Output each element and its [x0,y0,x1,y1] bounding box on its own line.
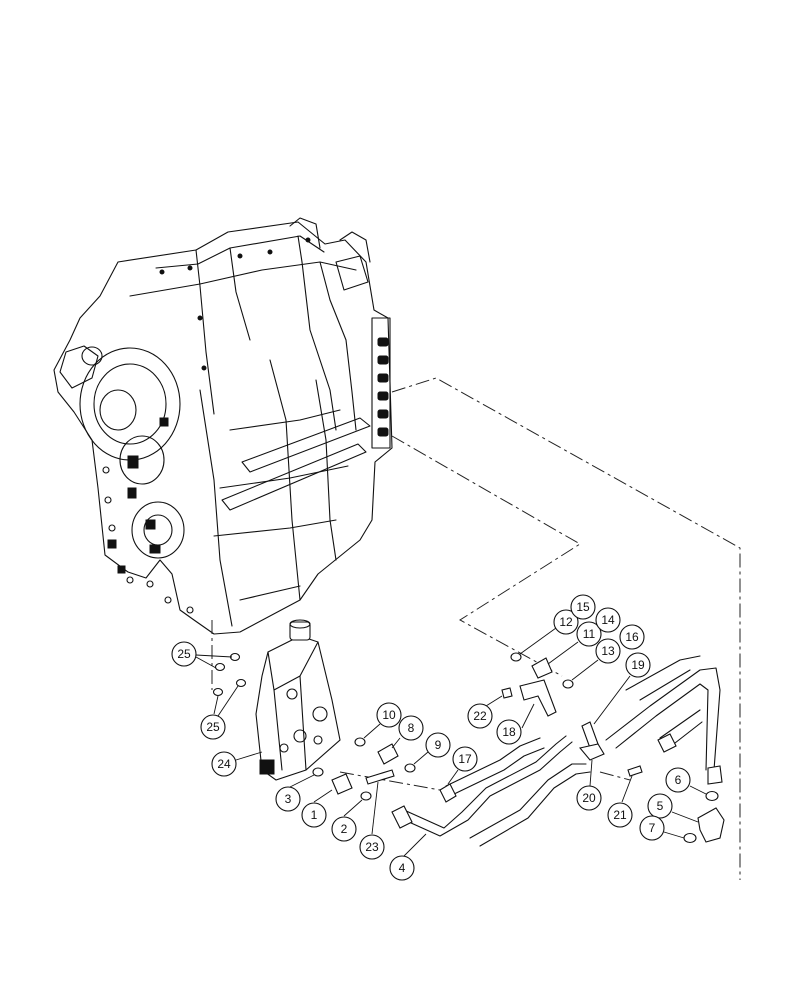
callout-label: 25 [206,720,220,734]
callout-label: 12 [559,615,573,629]
callout-label: 7 [649,821,656,835]
callout-label: 9 [435,738,442,752]
callout-label: 20 [582,791,596,805]
callout-17: 17 [447,746,478,785]
callout-5: 5 [647,793,699,823]
callout-label: 8 [408,721,415,735]
callout-19: 19 [593,652,651,725]
callout-15: 15 [570,594,596,620]
callout-12: 12 [519,609,579,655]
callout-label: 5 [657,799,664,813]
fittings [212,652,725,844]
callout-label: 23 [365,840,379,854]
callout-label: 4 [399,861,406,875]
callout-13: 13 [571,638,621,681]
callout-label: 16 [625,630,639,644]
callout-label: 25 [177,647,191,661]
valve-block [255,619,341,781]
callout-label: 18 [502,725,516,739]
callout-18: 18 [496,703,535,745]
callout-14: 14 [595,607,621,633]
callout-20: 20 [576,759,602,811]
callout-11: 11 [547,621,602,665]
callout-label: 22 [473,709,487,723]
callout-7: 7 [639,815,685,841]
hose-lines [391,655,723,847]
callout-8: 8 [391,715,424,749]
callout-25-upper: 25 [171,641,233,669]
callout-label: 21 [613,808,627,822]
callout-2: 2 [331,799,363,842]
callout-24: 24 [211,751,263,777]
callouts: 1 2 3 4 5 6 [171,594,707,881]
callout-label: 24 [217,757,231,771]
transmission-housing [53,217,393,635]
callout-label: 2 [341,822,348,836]
callout-4: 4 [389,833,427,881]
callout-label: 19 [631,658,645,672]
callout-label: 11 [583,627,596,641]
callout-16: 16 [619,624,645,650]
callout-label: 3 [285,792,292,806]
valve-ports [377,337,389,437]
callout-label: 6 [675,773,682,787]
callout-25-lower: 25 [200,685,239,740]
callout-label: 1 [311,808,318,822]
callout-21: 21 [607,775,633,828]
callout-10: 10 [363,702,402,739]
assembly-lines [211,377,741,880]
callout-label: 14 [601,613,615,627]
callout-1: 1 [301,789,333,828]
callout-label: 17 [458,752,472,766]
callout-23: 23 [359,781,385,860]
callout-3: 3 [275,774,315,812]
callout-label: 10 [382,708,396,722]
callout-9: 9 [413,732,451,765]
callout-label: 15 [576,600,590,614]
callout-6: 6 [665,767,707,795]
callout-22: 22 [467,695,503,729]
callout-label: 13 [601,644,615,658]
